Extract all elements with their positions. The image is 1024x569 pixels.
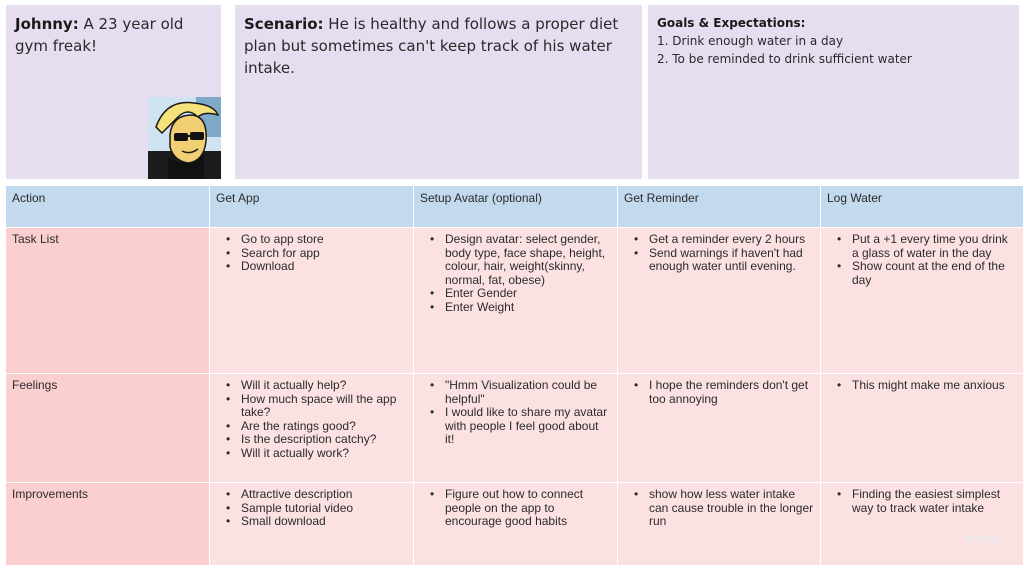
scenario-label: Scenario: [244, 15, 324, 33]
list-item: Are the ratings good? [226, 419, 407, 434]
list-item: Will it actually help? [226, 378, 407, 393]
row-label-improvements: Improvements [6, 483, 209, 565]
cell-task-get-reminder: Get a reminder every 2 hours Send warnin… [618, 228, 820, 373]
row-label-feelings: Feelings [6, 374, 209, 482]
cell-task-setup-avatar: Design avatar: select gender, body type,… [414, 228, 617, 373]
header-get-reminder: Get Reminder [618, 186, 820, 227]
header-get-app: Get App [210, 186, 413, 227]
list-item: Sample tutorial video [226, 501, 407, 516]
goals-card: Goals & Expectations: 1. Drink enough wa… [648, 5, 1019, 179]
miro-watermark-logo: miro [966, 532, 1002, 547]
goal-item: 2. To be reminded to drink sufficient wa… [657, 52, 912, 66]
list-item: Design avatar: select gender, body type,… [430, 232, 611, 287]
cell-feelings-setup-avatar: "Hmm Visualization could be helpful" I w… [414, 374, 617, 482]
list-item: Show count at the end of the day [837, 259, 1017, 287]
goal-item: 1. Drink enough water in a day [657, 34, 844, 48]
list-item: "Hmm Visualization could be helpful" [430, 378, 611, 406]
list-item: Enter Gender [430, 286, 611, 301]
persona-text: Johnny: A 23 year old gym freak! [15, 13, 212, 57]
header-log-water: Log Water [821, 186, 1023, 227]
list-item: Figure out how to connect people on the … [430, 487, 611, 529]
list-item: Is the description catchy? [226, 432, 407, 447]
cartoon-avatar-icon [148, 97, 221, 179]
header-setup-avatar: Setup Avatar (optional) [414, 186, 617, 227]
goals-title: Goals & Expectations: [657, 16, 806, 30]
list-item: Finding the easiest simplest way to trac… [837, 487, 1017, 515]
list-item: Get a reminder every 2 hours [634, 232, 814, 247]
cell-feelings-log-water: This might make me anxious [821, 374, 1023, 482]
list-item: show how less water intake can cause tro… [634, 487, 814, 529]
list-item: This might make me anxious [837, 378, 1017, 393]
persona-description: A 23 year old gym freak! [15, 15, 184, 55]
cell-improvements-setup-avatar: Figure out how to connect people on the … [414, 483, 617, 565]
cell-improvements-get-reminder: show how less water intake can cause tro… [618, 483, 820, 565]
scenario-text: Scenario: He is healthy and follows a pr… [244, 13, 633, 79]
list-item: I would like to share my avatar with peo… [430, 405, 611, 447]
scenario-card: Scenario: He is healthy and follows a pr… [235, 5, 642, 179]
list-item: Search for app [226, 246, 407, 261]
avatar-image [148, 97, 221, 179]
list-item: Attractive description [226, 487, 407, 502]
persona-card: Johnny: A 23 year old gym freak! [6, 5, 221, 179]
journey-map-table: Action Get App Setup Avatar (optional) G… [6, 186, 1023, 565]
scenario-description: He is healthy and follows a proper diet … [244, 15, 619, 77]
row-label-task-list: Task List [6, 228, 209, 373]
list-item: How much space will the app take? [226, 392, 407, 420]
list-item: I hope the reminders don't get too annoy… [634, 378, 814, 406]
list-item: Put a +1 every time you drink a glass of… [837, 232, 1017, 260]
persona-name: Johnny: [15, 15, 79, 33]
list-item: Will it actually work? [226, 446, 407, 461]
list-item: Small download [226, 514, 407, 529]
list-item: Go to app store [226, 232, 407, 247]
cell-task-log-water: Put a +1 every time you drink a glass of… [821, 228, 1023, 373]
list-item: Download [226, 259, 407, 274]
cell-feelings-get-reminder: I hope the reminders don't get too annoy… [618, 374, 820, 482]
list-item: Send warnings if haven't had enough wate… [634, 246, 814, 274]
cell-improvements-get-app: Attractive description Sample tutorial v… [210, 483, 413, 565]
cell-improvements-log-water: Finding the easiest simplest way to trac… [821, 483, 1023, 565]
cell-task-get-app: Go to app store Search for app Download [210, 228, 413, 373]
header-action: Action [6, 186, 209, 227]
cell-feelings-get-app: Will it actually help? How much space wi… [210, 374, 413, 482]
list-item: Enter Weight [430, 300, 611, 315]
